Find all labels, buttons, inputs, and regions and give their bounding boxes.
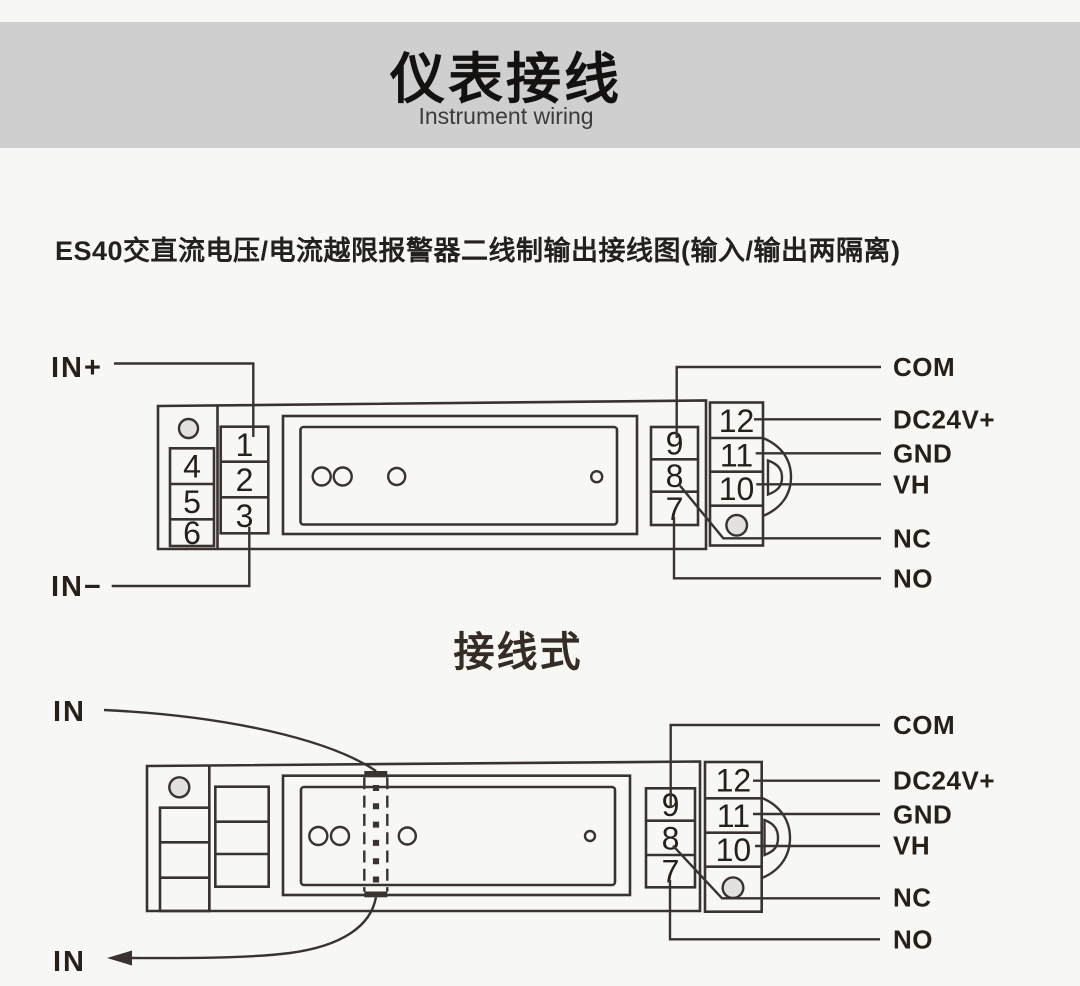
- output-block-outline: [703, 760, 764, 913]
- in-top-label: IN: [53, 696, 86, 728]
- device-outline: [145, 760, 702, 913]
- wiring-diagram-two-wire: 4 5 6 1 2 3 9 8 7: [51, 352, 995, 603]
- terminal-2-label: 2: [236, 462, 254, 498]
- terminal-block-456-outline: [168, 446, 216, 548]
- no-wire: [672, 517, 881, 580]
- clamp-latch-icon: [763, 818, 780, 857]
- in-plus-wire: [114, 362, 255, 437]
- terminal-11-label: 11: [720, 438, 753, 474]
- gnd-label: GND: [893, 438, 952, 468]
- vh-label: VH: [893, 831, 930, 861]
- indicator-led-icon: [387, 466, 407, 487]
- through-wire-channel: [363, 771, 389, 898]
- in-minus-label: IN−: [51, 571, 103, 603]
- terminal-8-label: 8: [666, 458, 684, 494]
- no-label: NO: [893, 563, 933, 593]
- terminal-4-label: 4: [183, 449, 201, 485]
- mounting-hole-icon: [725, 513, 749, 537]
- display-outer: [281, 774, 632, 897]
- blank-block-outline: [158, 806, 211, 913]
- page-subtitle: Instrument wiring: [418, 103, 594, 129]
- wire-stub-bottom: [364, 891, 388, 898]
- clamp-icon: [761, 796, 792, 880]
- in-wire-bottom: [131, 896, 378, 960]
- display-window: [281, 774, 632, 897]
- no-label: NO: [893, 924, 933, 954]
- in-bottom-label: IN: [53, 946, 86, 978]
- arrowhead-icon: [107, 950, 132, 966]
- no-wire: [668, 880, 880, 941]
- output-block-outline: [708, 401, 765, 547]
- com-label: COM: [893, 710, 955, 740]
- display-inner: [299, 785, 617, 887]
- nc-wire: [672, 844, 880, 900]
- second-diagram-title: 接线式: [453, 629, 583, 675]
- output-wires: COM DC24V+ GND VH NC NO: [668, 710, 995, 954]
- terminal-6-label: 6: [183, 515, 201, 551]
- terminal-10-label: 10: [716, 832, 752, 868]
- output-terminal-block: 12 11 10: [703, 760, 792, 913]
- terminal-3-label: 3: [236, 498, 254, 534]
- display-outer: [281, 414, 639, 536]
- output-wires: COM DC24V+ GND VH NC NO: [672, 352, 995, 593]
- in-plus-label: IN+: [51, 352, 103, 384]
- terminal-block-456: 4 5 6: [168, 446, 216, 551]
- terminal-1-label: 1: [236, 427, 254, 463]
- terminal-9-label: 9: [666, 426, 684, 462]
- dc24v-label: DC24V+: [893, 766, 995, 796]
- com-label: COM: [893, 352, 955, 382]
- wiring-diagram-through-type: 9 8 7 12 11 10 IN IN CO: [53, 696, 995, 978]
- in-minus-wire: [111, 527, 251, 588]
- mounting-hole-icon: [168, 776, 191, 799]
- mounting-hole-icon: [177, 417, 200, 440]
- nc-label: NC: [893, 523, 932, 553]
- indicator-led-icon: [583, 829, 597, 843]
- terminal-block-987: 9 8 7: [649, 426, 700, 527]
- clamp-latch-icon: [766, 458, 784, 497]
- indicator-led-icon: [329, 825, 351, 847]
- input-wires: IN+ IN−: [51, 352, 255, 603]
- device-outline: [156, 399, 708, 551]
- wire-stub-top: [364, 771, 388, 778]
- page-title: 仪表接线: [389, 48, 622, 110]
- com-wire: [675, 365, 881, 438]
- com-wire: [669, 723, 880, 808]
- in-wire-top: [103, 708, 377, 772]
- device-body: 4 5 6 1 2 3 9 8 7: [156, 399, 793, 551]
- input-wires: IN IN: [53, 696, 378, 978]
- nc-label: NC: [893, 883, 932, 913]
- terminal-block-left-blank: [158, 806, 211, 913]
- terminal-12-label: 12: [716, 763, 752, 799]
- terminal-5-label: 5: [183, 484, 201, 520]
- terminal-11-label: 11: [717, 798, 750, 834]
- terminal-block-mid-blank: [214, 785, 271, 889]
- mounting-hole-icon: [721, 876, 745, 900]
- display-window: [281, 414, 639, 536]
- section-description: ES40交直流电压/电流越限报警器二线制输出接线图(输入/输出两隔离): [55, 236, 901, 266]
- gnd-label: GND: [893, 800, 952, 830]
- indicator-led-icon: [590, 470, 604, 484]
- terminal-7-label: 7: [662, 854, 680, 890]
- dc24v-label: DC24V+: [893, 404, 995, 434]
- nc-wire: [679, 484, 881, 540]
- terminal-12-label: 12: [719, 403, 755, 439]
- output-terminal-block: 12 11 10: [708, 401, 793, 547]
- indicator-led-icon: [332, 466, 353, 487]
- device-body: 9 8 7 12 11 10: [145, 760, 792, 913]
- terminal-7-label: 7: [666, 491, 684, 527]
- indicator-led-icon: [397, 826, 417, 846]
- terminal-block-123: 1 2 3: [219, 425, 270, 535]
- indicator-led-icon: [311, 466, 332, 487]
- indicator-led-icon: [308, 825, 329, 847]
- header-banner: [0, 22, 1080, 148]
- vh-label: VH: [893, 469, 930, 499]
- display-inner: [299, 425, 619, 526]
- terminal-block-123-outline: [219, 425, 270, 535]
- terminal-10-label: 10: [719, 471, 755, 507]
- blank-block-outline: [214, 785, 271, 889]
- clamp-icon: [762, 436, 793, 518]
